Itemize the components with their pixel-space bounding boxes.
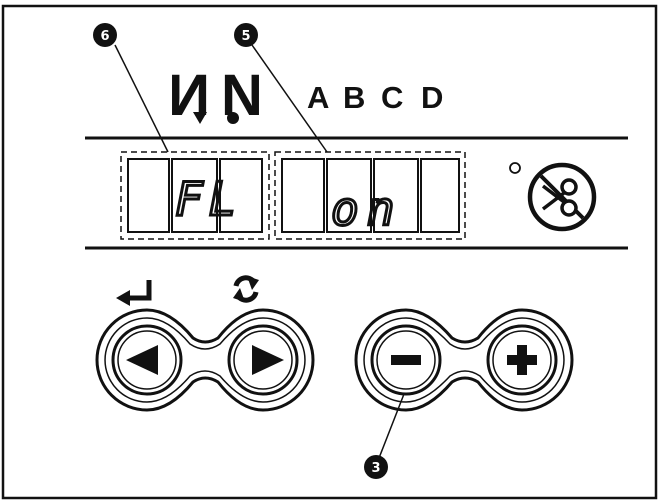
leader-line-3 <box>378 393 405 459</box>
mode-letter-b: B <box>343 80 365 115</box>
mode-indicator-group: N N A B C D <box>168 63 443 128</box>
enter-arrow-head <box>116 290 130 306</box>
callout-3: 3 <box>364 455 388 479</box>
scissors-icon <box>527 162 597 232</box>
display-right-digit-1 <box>281 158 325 233</box>
display-right-dashed-outline <box>274 151 466 240</box>
minus-icon <box>391 355 421 365</box>
value-button-housing-inner <box>363 317 565 403</box>
plus-icon <box>507 345 537 375</box>
mode-letter-c: C <box>381 80 403 115</box>
display-right-digit-3 <box>373 158 419 233</box>
triangle-left-icon <box>126 345 158 375</box>
display-right-digit-2 <box>326 158 372 233</box>
panel-frame <box>1 4 658 500</box>
down-arrow-icon <box>193 112 207 124</box>
display-right-digit-4 <box>420 158 460 233</box>
arrow-button-group <box>95 308 315 412</box>
mode-letter-d: D <box>421 80 443 115</box>
arrow-button-housing-inner <box>104 317 306 403</box>
display-left-digit-2 <box>171 158 218 233</box>
leader-line-6 <box>114 44 169 153</box>
svg-text:5: 5 <box>241 29 250 44</box>
display-right-text: on <box>331 182 402 236</box>
mode-letter-a: A <box>307 80 329 115</box>
display-right: on <box>274 151 466 240</box>
triangle-right-icon <box>252 345 284 375</box>
minus-button[interactable] <box>370 324 442 396</box>
svg-text:6: 6 <box>100 29 109 44</box>
svg-text:3: 3 <box>371 461 380 476</box>
rotate-icon <box>233 275 259 303</box>
plus-button[interactable] <box>486 324 558 396</box>
display-left-dashed-outline <box>120 151 270 240</box>
callout-5: 5 <box>234 23 258 47</box>
mode-symbol-reverse-n: N <box>168 63 210 128</box>
display-left-text: FL <box>175 172 242 226</box>
dot-indicator-icon <box>227 112 239 124</box>
right-arrow-button[interactable] <box>227 324 299 396</box>
display-left-digit-3 <box>219 158 263 233</box>
trim-indicator-led <box>509 162 521 174</box>
display-left: FL <box>120 151 270 240</box>
callout-6: 6 <box>93 23 117 47</box>
value-button-group <box>354 308 574 412</box>
leader-line-5 <box>251 44 328 153</box>
display-left-digit-1 <box>127 158 170 233</box>
enter-arrow-icon <box>130 280 152 301</box>
left-arrow-button[interactable] <box>111 324 183 396</box>
